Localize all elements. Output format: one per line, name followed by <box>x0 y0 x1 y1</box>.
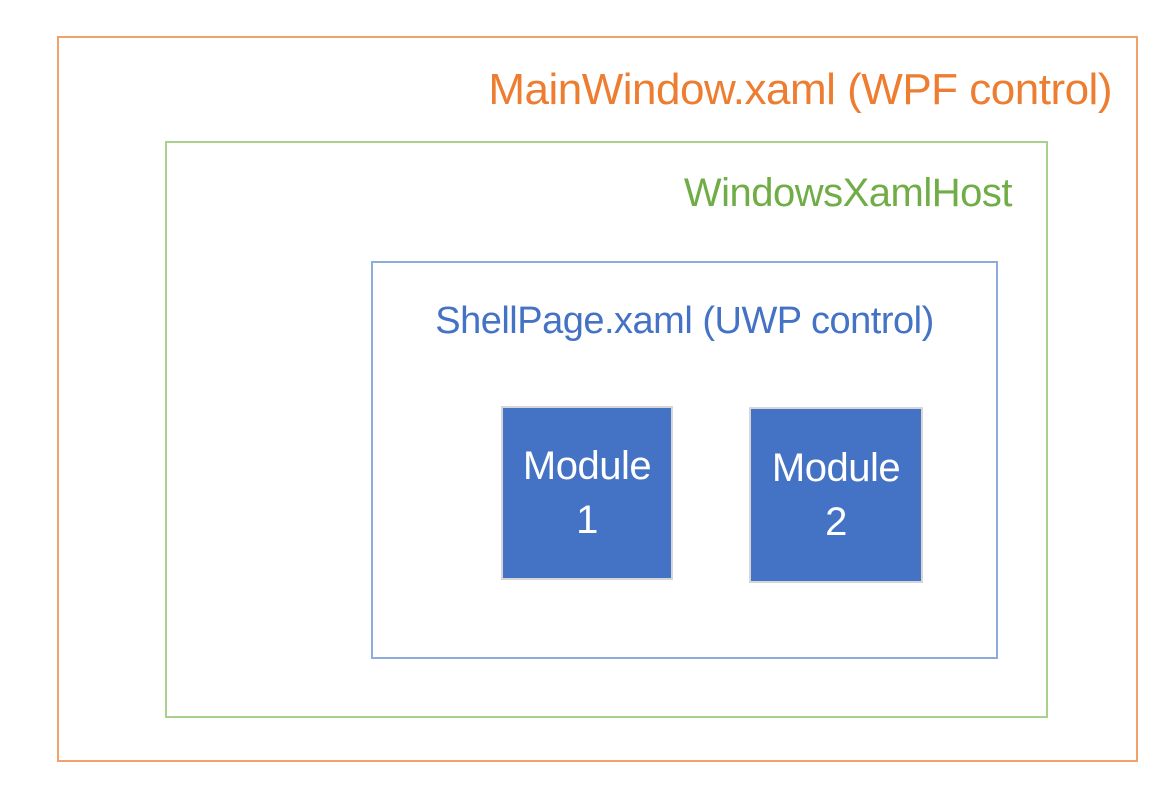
module-1-name: Module <box>522 444 652 488</box>
module-2-name: Module <box>771 446 901 490</box>
windowsxamlhost-label: WindowsXamlHost <box>683 171 1013 215</box>
module-2-box: Module 2 <box>749 407 923 583</box>
mainwindow-label: MainWindow.xaml (WPF control) <box>488 65 1112 114</box>
windowsxamlhost-box: WindowsXamlHost ShellPage.xaml (UWP cont… <box>165 141 1048 718</box>
module-1-number: 1 <box>576 498 598 542</box>
module-1-box: Module 1 <box>501 406 673 580</box>
mainwindow-box: MainWindow.xaml (WPF control) WindowsXam… <box>57 36 1138 762</box>
shellpage-label: ShellPage.xaml (UWP control) <box>435 300 934 342</box>
shellpage-box: ShellPage.xaml (UWP control) Module 1 Mo… <box>371 261 998 659</box>
module-2-number: 2 <box>825 500 847 544</box>
